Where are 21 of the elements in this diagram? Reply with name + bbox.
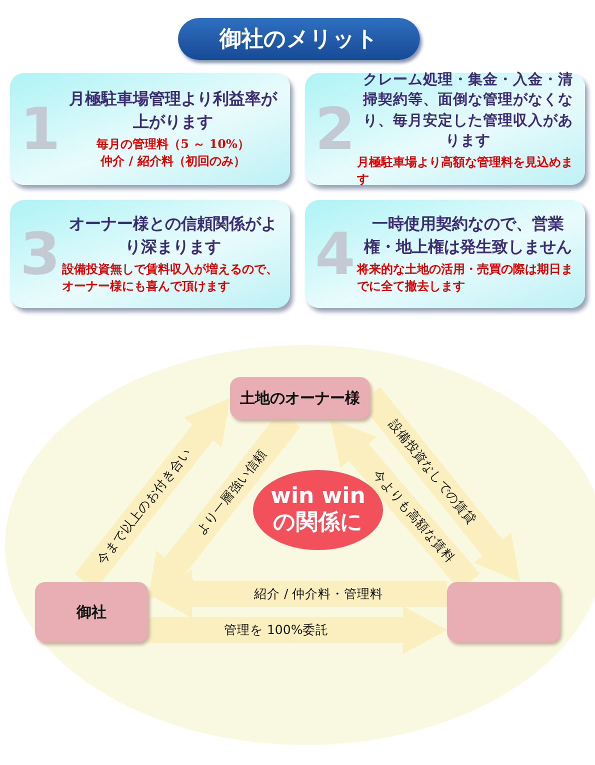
merit-card [305, 200, 585, 308]
card-note: 設備投資無しで賃料収入が増えるので、オーナー様にも喜んで頂けます [62, 261, 279, 295]
card-note: 月極駐車場より高額な管理料を見込めます [357, 154, 574, 188]
edge-label: より一層強い信頼 [193, 446, 270, 540]
merit-card [305, 73, 585, 185]
edge-label: 紹介 / 仲介料・管理料 [254, 586, 384, 602]
party-box: 土地のオーナー様 [230, 377, 370, 419]
blank-box [447, 582, 560, 642]
card-heading: 一時使用契約なので、営業権・地上権は発生致しません [362, 213, 573, 258]
card-note: 将来的な土地の活用・売買の際は期日までに全て撤去します [357, 261, 574, 295]
merit-card [10, 200, 290, 308]
party-box: 御社 [35, 582, 148, 642]
card-note: 毎月の管理料（5 ～ 10%） [96, 136, 250, 153]
title-banner: 御社のメリット [178, 18, 420, 60]
card-heading: 月極駐車場管理より利益率が上がります [68, 88, 278, 133]
card-note: 仲介 / 紹介料（初回のみ） [100, 152, 246, 170]
card-heading: クレーム処理・集金・入金・清掃契約等、面倒な管理がなくなり、毎月安定した管理収入があります [362, 70, 574, 151]
card-heading: オーナー様との信頼関係がより深まります [68, 213, 278, 258]
edge-label: 管理を 100%委託 [224, 622, 329, 638]
edge-label: 今まで以上のお付き合い [94, 445, 195, 568]
merit-card [10, 73, 290, 185]
